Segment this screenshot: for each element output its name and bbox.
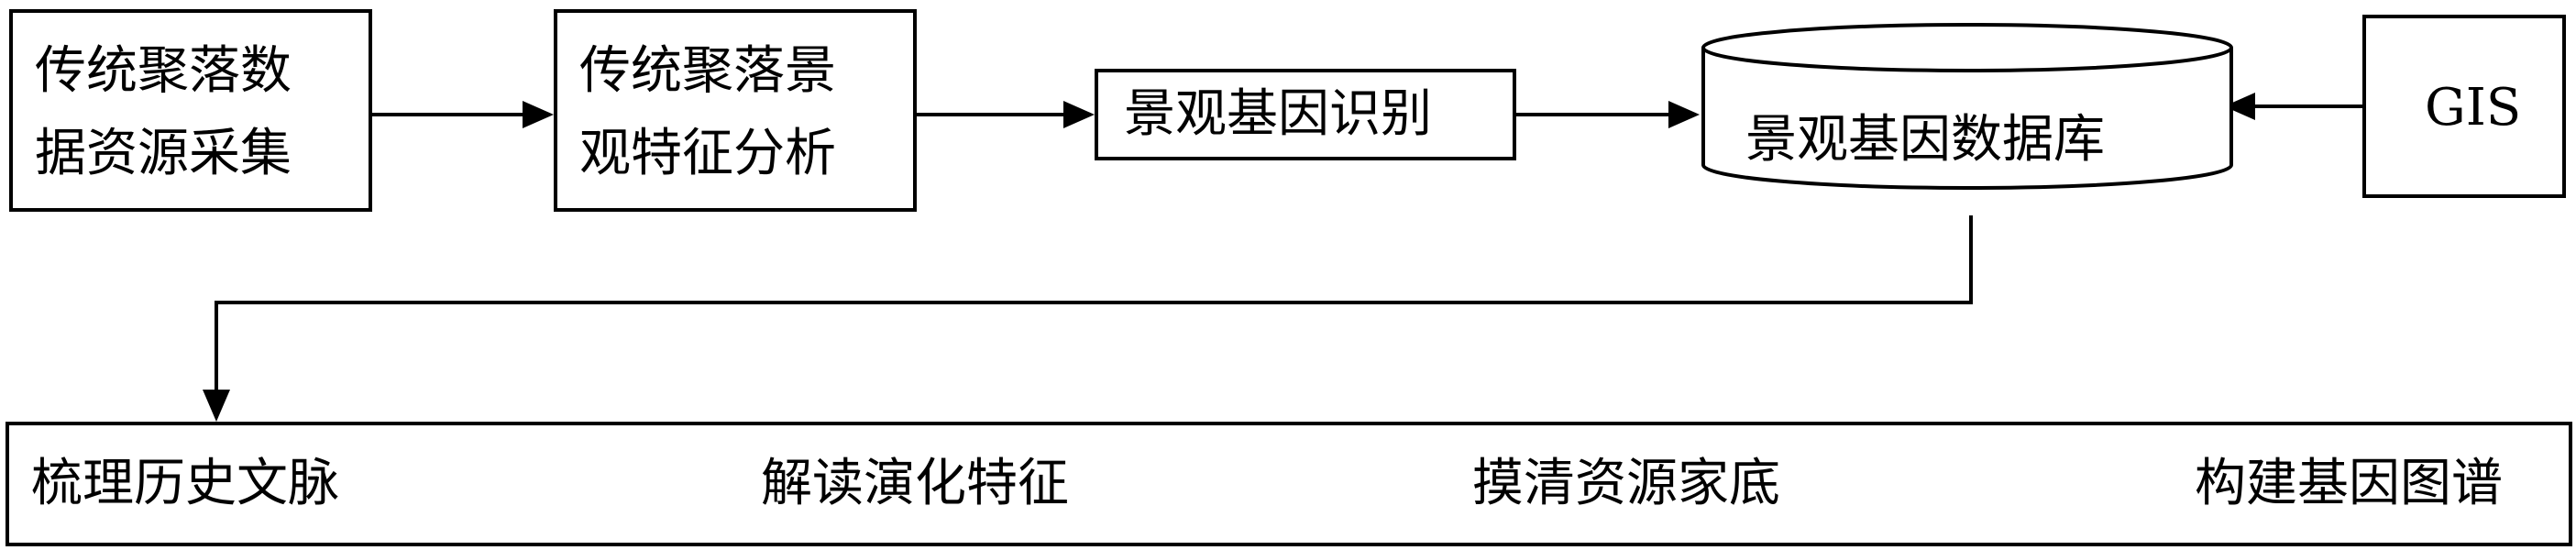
identify-label: 景观基因识别 [1124,84,1432,144]
arrow-gis-to-database [2224,93,2362,120]
gis-box: GIS [2362,15,2566,198]
collect-line-2: 据资源采集 [35,124,292,183]
process-step-3: 摸清资源家底 [1472,454,1780,513]
analyze-line-1: 传统聚落景 [579,41,836,101]
gis-label: GIS [2425,78,2522,138]
identify-box: 景观基因识别 [1095,69,1516,160]
process-step-2: 解读演化特征 [761,454,1069,513]
arrow-database-to-process [203,215,1973,422]
process-step-4: 构建基因图谱 [2195,454,2503,513]
database-label: 景观基因数据库 [1745,110,2105,170]
process-box [6,422,2572,546]
process-step-1: 梳理历史文脉 [31,454,339,513]
analyze-box: 传统聚落景 观特征分析 [554,9,917,212]
arrow-analyze-to-identify [917,101,1095,128]
arrow-identify-to-database [1516,101,1700,128]
analyze-line-2: 观特征分析 [579,124,836,183]
arrow-collect-to-analyze [372,101,554,128]
collect-box: 传统聚落数 据资源采集 [9,9,372,212]
database-cylinder-shape [1701,23,2233,190]
collect-line-1: 传统聚落数 [35,41,292,101]
